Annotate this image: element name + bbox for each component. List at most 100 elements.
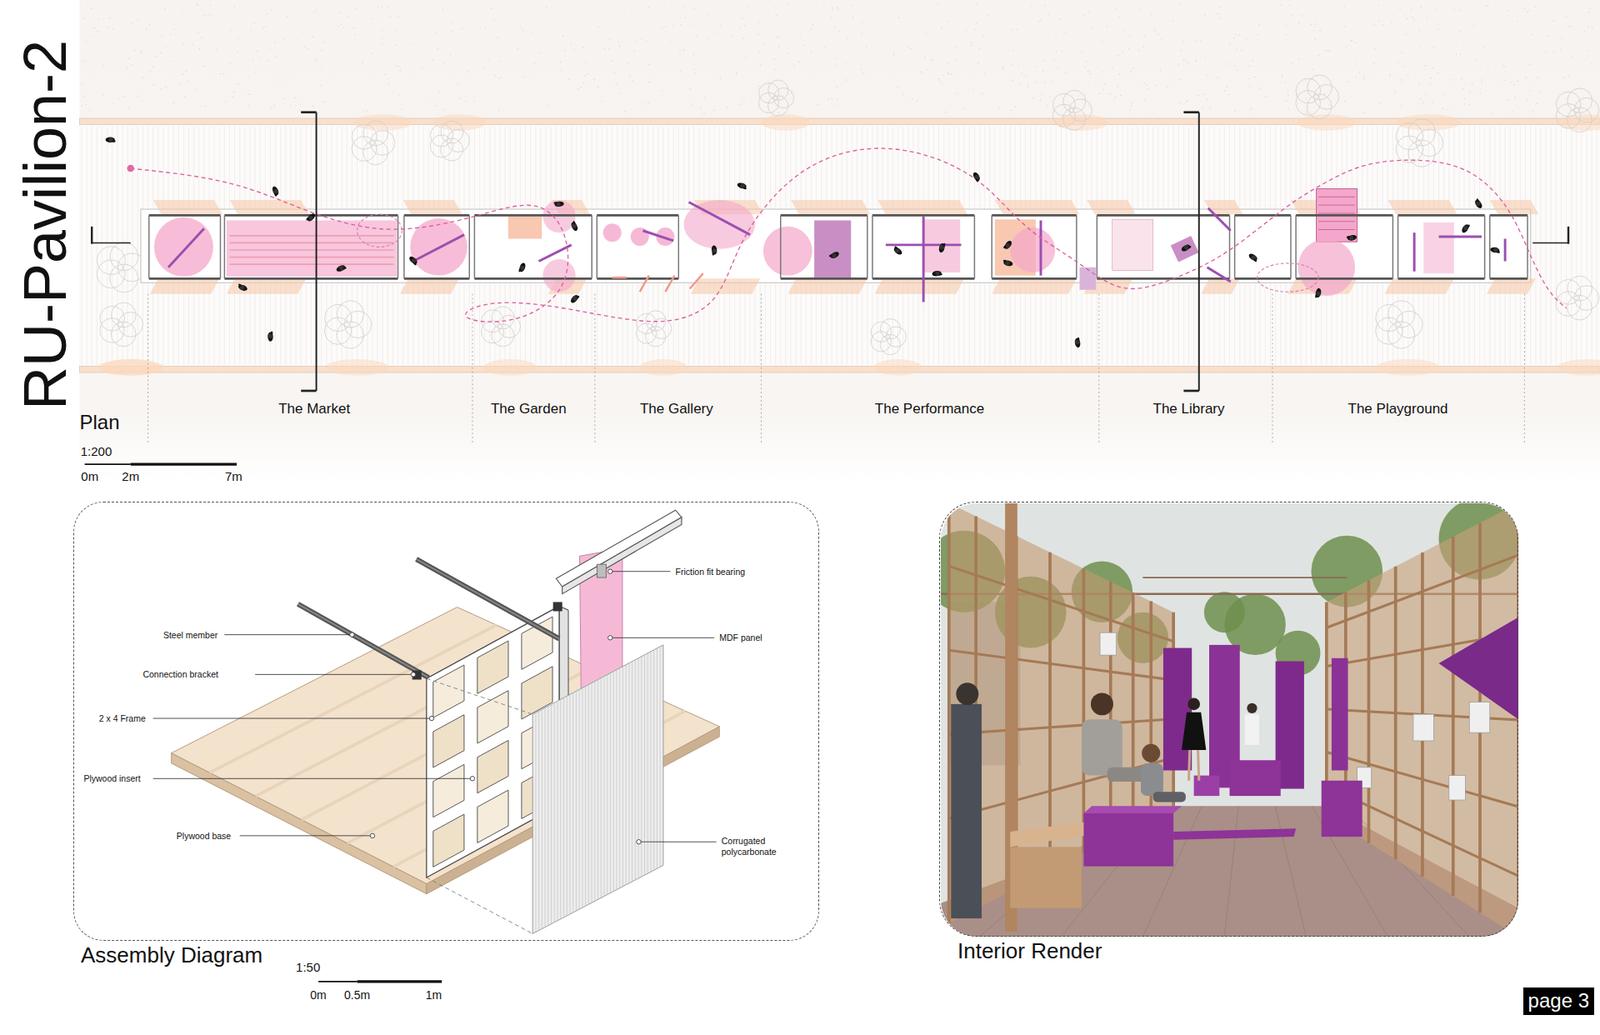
ground-speckle (910, 48, 911, 50)
ground-speckle (1118, 55, 1120, 56)
ground-speckle (690, 103, 692, 105)
ground-speckle (395, 30, 396, 31)
ground-speckle (170, 60, 171, 61)
zone-divider (1524, 294, 1525, 445)
section-line (315, 112, 318, 391)
ground-speckle (742, 37, 744, 39)
corrugation (566, 695, 568, 916)
ground-speckle (319, 69, 320, 70)
person-arm (305, 216, 310, 221)
ground-speckle (435, 31, 437, 33)
ground-speckle (704, 96, 705, 98)
ground-speckle (1049, 96, 1050, 98)
ground-speckle (1553, 51, 1555, 53)
ground-speckle (560, 61, 561, 63)
ground-speckle (926, 69, 928, 70)
person-figure (305, 212, 317, 224)
ground-speckle (777, 36, 779, 38)
canopy-panel (1385, 278, 1455, 294)
ground-speckle (1252, 60, 1254, 61)
ground-speckle (833, 105, 835, 106)
ground-speckle (89, 110, 90, 111)
pivot-panel (690, 273, 704, 289)
ground-speckle (148, 23, 150, 25)
leader-line (610, 570, 670, 572)
ground-speckle (631, 80, 633, 82)
boardwalk-joint (1484, 126, 1485, 366)
render-panel: Interior Render (939, 501, 1519, 937)
ground-speckle (109, 17, 110, 19)
ground-speckle (1234, 110, 1235, 111)
person-standing (1245, 714, 1260, 745)
stall-shelf (230, 235, 395, 237)
ground-speckle (1185, 60, 1186, 61)
ground-speckle (845, 63, 846, 65)
zone-divider (594, 294, 595, 445)
zone-label: The Gallery (640, 400, 714, 418)
gallery-plinth (603, 223, 622, 242)
corrugation (588, 684, 590, 905)
plywood-insert (433, 814, 465, 867)
ground-speckle (1285, 34, 1287, 35)
ground-speckle (377, 5, 379, 7)
boardwalk-joint (1580, 126, 1582, 366)
ground-speckle (545, 6, 547, 8)
corrugation (579, 689, 580, 910)
boardwalk-joint (96, 126, 98, 366)
tree-canopy (768, 80, 789, 100)
ground-speckle (237, 37, 239, 39)
ground-speckle (832, 10, 834, 11)
ground-speckle (312, 36, 314, 38)
tree-shadow (483, 359, 537, 376)
ground-speckle (1588, 50, 1590, 51)
ground-speckle (1395, 90, 1396, 92)
canopy-panel (790, 200, 871, 215)
ground-speckle (562, 35, 564, 37)
corrugation (554, 702, 555, 922)
ground-speckle (730, 35, 732, 37)
ground-speckle (1080, 50, 1082, 52)
ground-speckle (1300, 15, 1302, 16)
person-shoulders (931, 270, 942, 277)
ground-speckle (597, 25, 599, 27)
ground-speckle (1430, 84, 1431, 85)
person-shoulders (569, 293, 580, 305)
person-arm (270, 330, 274, 335)
garden-zone (542, 259, 575, 292)
ground-speckle (306, 48, 308, 50)
module-frame (1229, 215, 1230, 279)
ground-speckle (315, 9, 317, 10)
module-frame (866, 215, 868, 279)
boardwalk-joint (469, 126, 470, 366)
leader-dot (608, 635, 613, 640)
tree-canopy (1415, 129, 1443, 156)
ground-speckle (1535, 5, 1536, 7)
ground-speckle (388, 83, 390, 85)
ground-speckle (1491, 113, 1493, 115)
boardwalk-joint (91, 126, 93, 366)
ground-speckle (97, 18, 99, 20)
ground-speckle (1085, 66, 1086, 68)
ground-speckle (203, 65, 205, 67)
module-wall (1398, 277, 1485, 280)
ground-speckle (648, 64, 650, 65)
ground-speckle (1130, 105, 1132, 106)
person-arm (828, 253, 833, 257)
ground-speckle (1562, 76, 1564, 78)
ground-speckle (1011, 64, 1013, 65)
corrugation (615, 670, 617, 890)
person-arm (518, 268, 522, 273)
ground-speckle (741, 17, 743, 19)
person-arm (572, 220, 576, 225)
ground-speckle (1344, 5, 1345, 7)
ground-speckle (604, 48, 605, 50)
ground-speckle (267, 60, 269, 61)
corrugation (563, 697, 565, 918)
person-shoulders (1074, 337, 1081, 348)
ground-speckle (1536, 76, 1538, 78)
person-figure (408, 255, 420, 266)
ground-speckle (954, 46, 955, 48)
person-figure (891, 245, 903, 256)
leader-line (240, 835, 373, 836)
boardwalk-joint (1075, 126, 1077, 366)
